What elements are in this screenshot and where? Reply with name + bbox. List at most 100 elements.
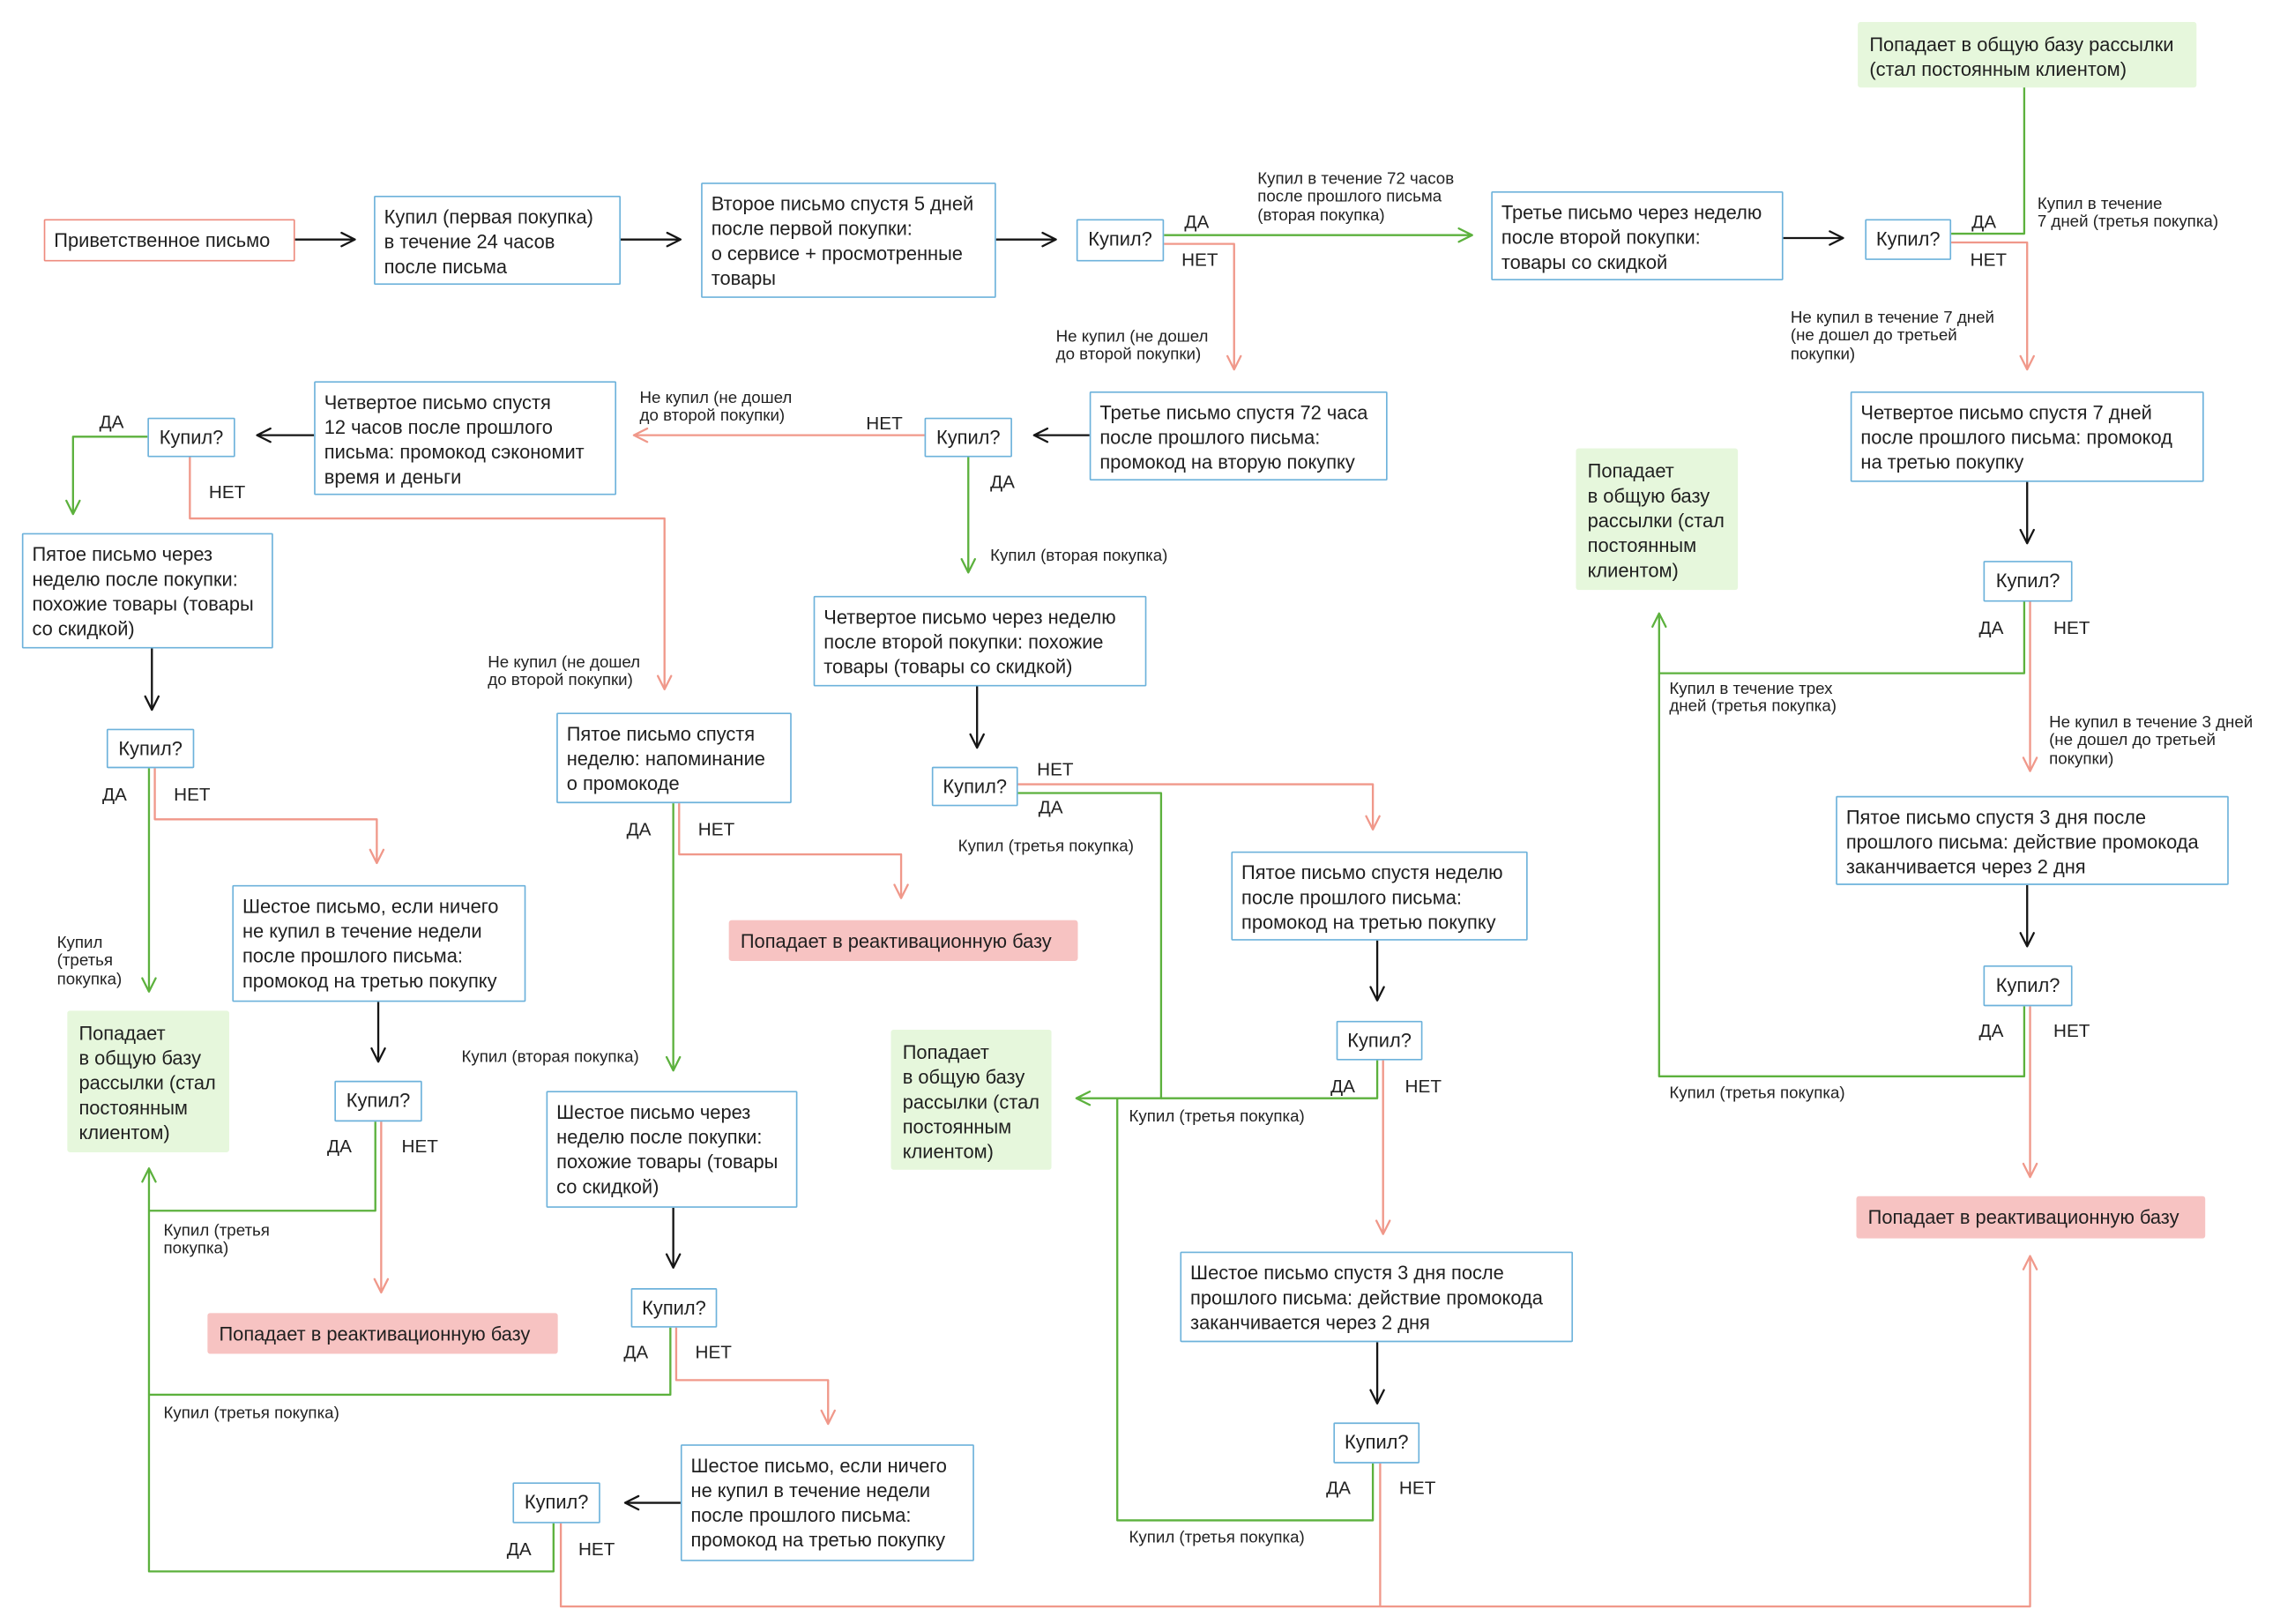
edge-label-bought-third-a: Купил (третья покупка)	[957, 838, 1134, 856]
outcome-left-reactivation: Попадает в реактивационную базу	[207, 1313, 558, 1354]
yes-path-third-purchase-right	[1658, 673, 2026, 1078]
node-sixth-email-3-days: Шестое письмо спустя 3 дня после прошлог…	[1180, 1251, 1574, 1343]
edge-label-not-bought-second-b: Не купил (не дошел до второй покупки)	[639, 390, 793, 426]
outcome-top-subscriber: Попадает в общую базу рассылки (стал пос…	[1858, 21, 2197, 88]
edge-label-bought-within-3d: Купил в течение трех дней (третья покупк…	[1669, 680, 1837, 717]
node-sixth-email-left: Шестое письмо, если ничего не купил в те…	[232, 884, 526, 1002]
node-fourth-email-12h: Четвертое письмо спустя 12 часов после п…	[314, 381, 617, 495]
edge-label-bought-within-72h: Купил в течение 72 часов после прошлого …	[1257, 170, 1455, 225]
no-label-after-sixth-email-week: НЕТ	[695, 1342, 732, 1363]
no-label-after-sixth-email-middle: НЕТ	[577, 1538, 615, 1561]
yes-label-after-fifth-email-3d: ДА	[1978, 1020, 2004, 1042]
edge-label-bought-third-c: Купил (третья покупка)	[1129, 1529, 1305, 1547]
decision-after-third-email-week: Купил?	[1865, 219, 1952, 260]
node-fifth-email-week: Пятое письмо спустя неделю после прошлог…	[1231, 851, 1528, 941]
yes-connectors	[65, 66, 2032, 1573]
no-label-after-second-email: НЕТ	[1181, 250, 1218, 271]
no-label-after-fifth-email-week: НЕТ	[1405, 1076, 1442, 1098]
no-connectors	[153, 241, 2038, 1608]
decision-after-third-email-72h: Купил?	[924, 417, 1012, 458]
decision-after-fourth-email-7d: Купил?	[1983, 561, 2073, 602]
edge-label-bought-third-d: Купил (третья покупка)	[163, 1404, 339, 1423]
node-welcome-email: Приветственное письмо	[43, 219, 295, 262]
outcome-right-subscriber: Попадает в общую базу рассылки (стал пос…	[1576, 448, 1739, 591]
yes-label-after-sixth-email-middle: ДА	[506, 1538, 532, 1561]
decision-after-sixth-email-3d: Купил?	[1333, 1422, 1420, 1464]
node-second-email: Второе письмо спустя 5 дней после первой…	[701, 183, 996, 298]
no-label-after-fourth-email-12h: НЕТ	[208, 481, 246, 503]
no-label-after-sixth-email-left: НЕТ	[401, 1136, 438, 1157]
yes-label-after-fifth-email-week: ДА	[1330, 1076, 1355, 1098]
decision-after-fifth-email-week: Купил?	[1336, 1020, 1423, 1061]
yes-label-after-fourth-email-12h: ДА	[99, 412, 124, 433]
sequence-arrows	[144, 230, 2035, 1511]
yes-label-after-sixth-email-3d: ДА	[1326, 1478, 1351, 1499]
node-fourth-email-week: Четвертое письмо через неделю после втор…	[813, 595, 1147, 687]
yes-path-third-purchase-7d	[1951, 66, 2032, 235]
yes-path-third-purchase-middle	[1017, 792, 1163, 1106]
no-path-after-fifth-email-reminder	[678, 803, 909, 899]
yes-path-third-purchase-sixth-week	[148, 1327, 672, 1397]
yes-label-after-fourth-email-7d: ДА	[1978, 617, 2004, 638]
node-fifth-email-left: Пятое письмо через неделю после покупки:…	[21, 533, 273, 649]
no-label-after-third-email-72h: НЕТ	[866, 413, 903, 434]
yes-path-third-purchase-fifth-week	[1160, 1060, 1379, 1099]
yes-label-after-sixth-email-week: ДА	[623, 1342, 649, 1363]
yes-path-second-purchase-left	[65, 436, 148, 516]
decision-after-second-email: Купил?	[1076, 219, 1165, 262]
no-label-after-sixth-email-3d: НЕТ	[1398, 1478, 1436, 1499]
no-label-after-fourth-email-week: НЕТ	[1037, 759, 1074, 780]
decision-after-sixth-email-left: Купил?	[334, 1080, 422, 1122]
yes-label-after-fifth-email-left: ДА	[101, 784, 127, 805]
edge-label-not-bought-7d: Не купил в течение 7 дней (не дошел до т…	[1790, 309, 1995, 364]
node-third-email-72h: Третье письмо спустя 72 часа после прошл…	[1089, 391, 1388, 480]
edge-label-bought-third-left-two-lines: Купил (третья покупка)	[163, 1222, 270, 1258]
no-label-after-fifth-email-left: НЕТ	[174, 784, 211, 805]
node-sixth-email-week: Шестое письмо через неделю после покупки…	[546, 1091, 798, 1208]
node-fifth-email-3-days: Пятое письмо спустя 3 дня после прошлого…	[1836, 795, 2229, 885]
no-path-after-second-email	[1164, 242, 1242, 371]
yes-label-after-sixth-email-left: ДА	[327, 1136, 352, 1157]
decision-after-fourth-email-12h: Купил?	[147, 417, 235, 458]
edge-label-not-bought-second-a: Не купил (не дошел до второй покупки)	[1055, 328, 1209, 365]
no-path-to-right-reactivation	[559, 1255, 2038, 1608]
yes-label-after-third-email-72h: ДА	[990, 472, 1015, 493]
edge-label-bought-within-7d: Купил в течение 7 дней (третья покупка)	[2037, 195, 2219, 232]
node-sixth-email-middle: Шестое письмо, если ничего не купил в те…	[680, 1444, 974, 1561]
edge-label-not-bought-3d: Не купил в течение 3 дней (не дошел до т…	[2049, 714, 2254, 769]
yes-label-after-third-email-week: ДА	[1971, 212, 1997, 233]
no-label-after-third-email-week: НЕТ	[1970, 250, 2008, 271]
edge-label-bought-third-left-short: Купил (третья покупка)	[56, 935, 123, 989]
no-path-after-fifth-email-left	[153, 768, 385, 865]
yes-label-after-fifth-email-reminder: ДА	[626, 819, 652, 840]
no-label-after-fourth-email-7d: НЕТ	[2053, 617, 2090, 638]
no-label-after-fifth-email-reminder: НЕТ	[697, 819, 735, 840]
yes-path-third-purchase-sixth-middle	[141, 1167, 555, 1573]
outcome-middle-subscriber: Попадает в общую базу рассылки (стал пос…	[890, 1029, 1052, 1170]
no-path-after-sixth-email-week	[674, 1327, 836, 1426]
node-fifth-email-reminder: Пятое письмо спустя неделю: напоминание …	[556, 712, 792, 804]
no-label-after-fifth-email-3d: НЕТ	[2053, 1020, 2090, 1042]
edge-label-bought-third-right: Купил (третья покупка)	[1669, 1084, 1845, 1103]
no-path-after-fourth-email-12h	[189, 457, 673, 691]
decision-after-fourth-email-week: Купил?	[931, 766, 1018, 807]
edge-label-not-bought-second-c: Не купил (не дошел до второй покупки)	[488, 654, 641, 690]
yes-path-third-purchase-3d	[1651, 601, 2026, 674]
decision-after-sixth-email-middle: Купил?	[512, 1482, 600, 1523]
yes-label-after-fourth-email-week: ДА	[1038, 797, 1063, 818]
outcome-right-reactivation: Попадает в реактивационную базу	[1856, 1196, 2206, 1239]
decision-after-sixth-email-week: Купил?	[630, 1288, 718, 1328]
node-fourth-email-7-days: Четвертое письмо спустя 7 дней после про…	[1850, 391, 2204, 482]
no-path-after-fourth-email-week	[1017, 783, 1381, 831]
edge-label-bought-third-b: Купил (третья покупка)	[1129, 1108, 1305, 1127]
no-path-after-third-email-week	[1951, 241, 2035, 371]
node-third-email-week: Третье письмо через неделю после второй …	[1491, 191, 1784, 281]
edge-label-bought-second-a: Купил (вторая покупка)	[990, 548, 1168, 566]
outcome-left-subscriber: Попадает в общую базу рассылки (стал пос…	[67, 1010, 230, 1152]
yes-path-third-purchase-sixth-3d	[1116, 1098, 1375, 1522]
edge-label-bought-second-b: Купил (вторая покупка)	[461, 1048, 639, 1067]
yes-label-after-second-email: ДА	[1184, 212, 1210, 233]
node-first-purchase: Купил (первая покупка) в течение 24 часо…	[374, 195, 622, 286]
